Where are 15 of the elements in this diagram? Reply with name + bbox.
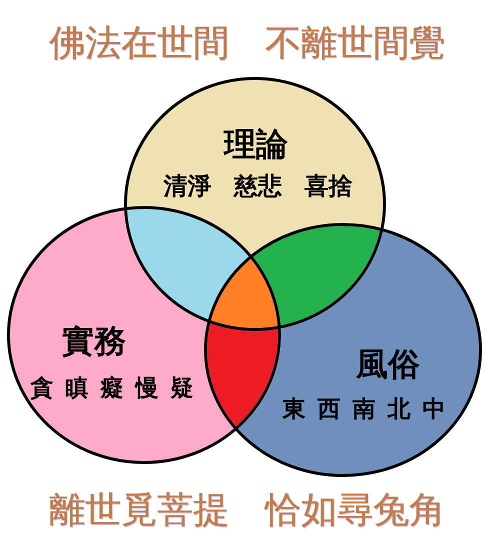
keyword-list: 東 西 南 北 中	[282, 398, 446, 422]
caption: 離世覓菩提 恰如尋兔角	[49, 489, 445, 533]
venn-circle	[204, 223, 482, 477]
category-heading: 實務	[62, 325, 126, 357]
keyword-list: 貪 瞋 癡 慢 疑	[30, 378, 194, 400]
venn-circle	[7, 206, 281, 464]
overlap-region	[127, 209, 249, 320]
overlap-region	[253, 226, 380, 326]
venn-circle	[124, 77, 386, 331]
category-heading: 風俗	[356, 348, 420, 380]
category-heading: 理論	[224, 128, 288, 160]
center-overlap	[211, 258, 278, 328]
overlap-region	[207, 323, 278, 426]
title: 佛法在世間 不離世間覺	[49, 22, 445, 66]
keyword-list: 清淨 慈悲 喜捨	[164, 174, 352, 198]
